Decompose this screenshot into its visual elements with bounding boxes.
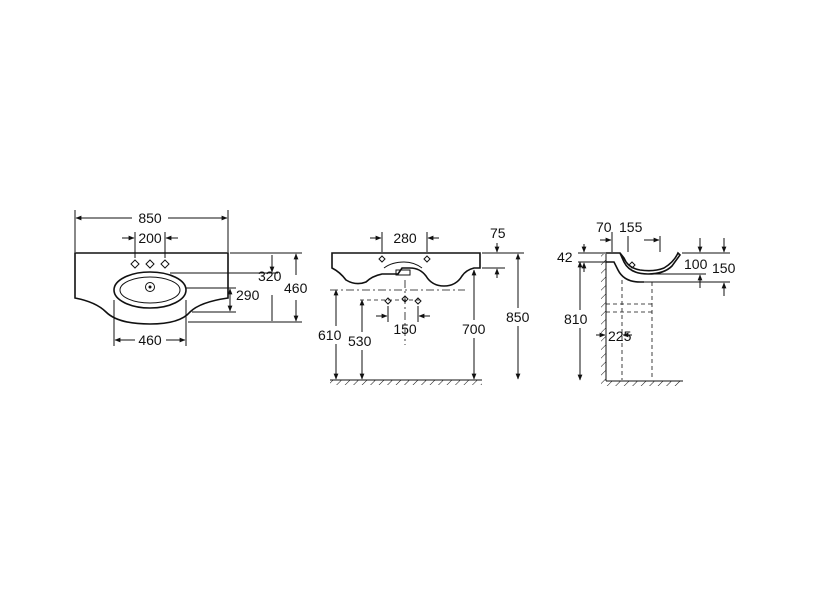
dim-tap-spacing-plan: 200 bbox=[138, 230, 162, 246]
dim-tap-spacing-front: 280 bbox=[393, 230, 417, 246]
dim-overall-width: 850 bbox=[138, 210, 162, 226]
wall-hatch bbox=[601, 254, 606, 381]
floor-hatch-front bbox=[330, 380, 482, 385]
floor-hatch-side bbox=[601, 381, 683, 386]
dim-offset-155: 155 bbox=[619, 219, 643, 235]
basin-plan-outline bbox=[74, 252, 229, 325]
bowl-opening bbox=[113, 271, 187, 309]
dim-depth-to-basin: 320 bbox=[258, 268, 282, 284]
tap-hole-left bbox=[130, 259, 140, 269]
dim-height-700: 700 bbox=[462, 321, 486, 337]
dim-waste-225: 225 bbox=[608, 328, 632, 344]
dim-top-42: 42 bbox=[557, 249, 573, 265]
front-view: 280 75 150 610 530 700 850 bbox=[318, 225, 530, 385]
basin-front-profile bbox=[331, 252, 481, 287]
drain-center bbox=[148, 285, 152, 289]
dim-basin-depth: 290 bbox=[236, 287, 260, 303]
dim-height-610: 610 bbox=[318, 327, 342, 343]
dim-height-850: 850 bbox=[506, 309, 530, 325]
plan-view: 850 200 320 460 290 460 bbox=[74, 210, 308, 348]
dim-overall-depth: 460 bbox=[284, 280, 308, 296]
tap-hole-right bbox=[160, 259, 170, 269]
dim-rim-thickness: 75 bbox=[490, 225, 506, 241]
dim-depth-100: 100 bbox=[684, 256, 708, 272]
dim-drain-spacing: 150 bbox=[393, 321, 417, 337]
side-view: 70 155 42 810 100 150 225 bbox=[557, 219, 736, 386]
dim-basin-width: 460 bbox=[138, 332, 162, 348]
basin-side-profile bbox=[606, 251, 682, 275]
dim-height-530: 530 bbox=[348, 333, 372, 349]
dim-height-810: 810 bbox=[564, 311, 588, 327]
dim-offset-70: 70 bbox=[596, 219, 612, 235]
dim-depth-150: 150 bbox=[712, 260, 736, 276]
bowl-inner bbox=[119, 276, 181, 304]
drain-hole bbox=[145, 282, 155, 292]
tap-hole-center bbox=[145, 259, 155, 269]
